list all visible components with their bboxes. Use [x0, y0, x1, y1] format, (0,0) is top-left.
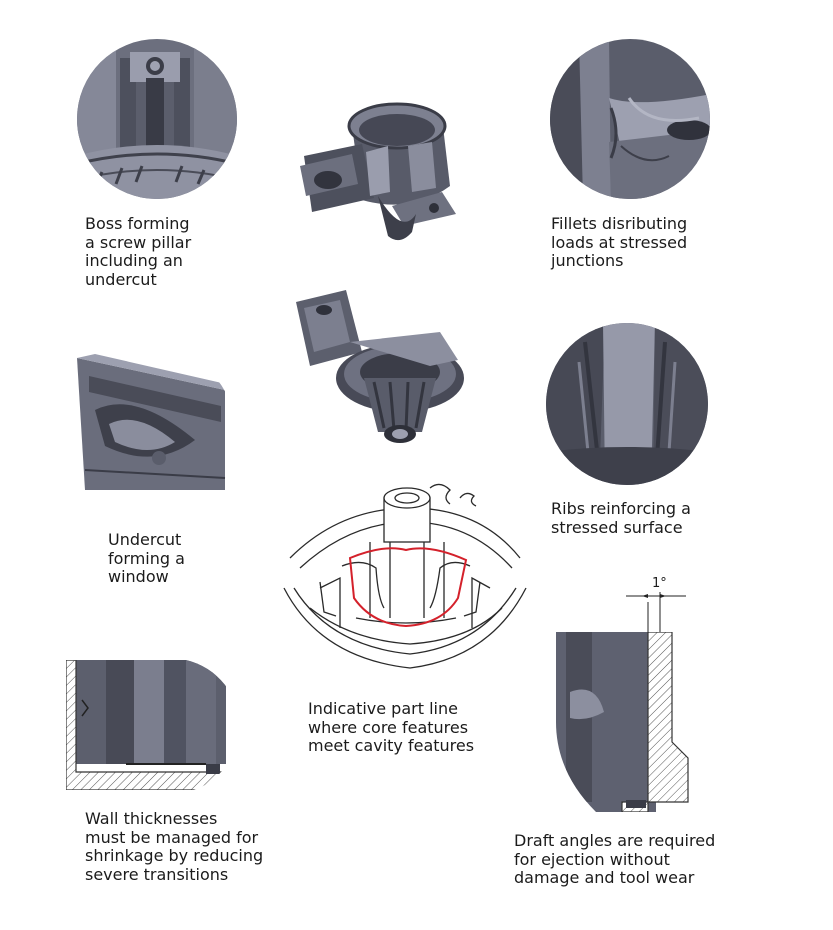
caption-line: Boss forming	[85, 214, 190, 233]
fillets-caption: Fillets disributing loads at stressed ju…	[551, 214, 688, 271]
caption-line: for ejection without	[514, 849, 670, 869]
wall-caption: Wall thicknesses must be managed for shr…	[85, 809, 264, 884]
boss-detail-image	[76, 38, 238, 200]
caption-line: stressed surface	[551, 517, 683, 537]
caption-line: undercut	[85, 269, 157, 289]
partline-caption: Indicative part line where core features…	[308, 699, 475, 756]
caption-line: including an	[85, 251, 183, 270]
caption-line: meet cavity features	[308, 736, 475, 755]
caption-line: window	[108, 567, 169, 586]
undercut-caption: Undercut forming a window	[108, 530, 185, 587]
caption-line: must be managed for	[85, 827, 259, 847]
caption-line: Wall thicknesses	[85, 809, 218, 828]
draft-angle-label: 1°	[652, 576, 667, 591]
caption-line: shrinkage by reducing	[85, 846, 264, 865]
caption-line: Ribs reinforcing a	[551, 499, 691, 518]
caption-line: loads at stressed	[551, 232, 688, 252]
caption-line: Undercut	[108, 530, 182, 549]
caption-line: Draft angles are required	[514, 831, 716, 850]
draft-caption: Draft angles are required for ejection w…	[514, 831, 716, 888]
part-top-view-image	[292, 96, 464, 246]
caption-line: Fillets disributing	[551, 214, 688, 233]
ribs-detail-image	[545, 322, 709, 486]
fillets-detail-image	[549, 38, 711, 200]
part-line-drawing-image	[280, 478, 530, 680]
caption-line: Indicative part line	[308, 699, 458, 718]
draft-angle-image: 1°	[556, 572, 696, 812]
wall-thickness-image	[66, 660, 240, 790]
caption-line: forming a	[108, 548, 185, 568]
boss-caption: Boss forming a screw pillar including an…	[85, 214, 192, 289]
part-bottom-view-image	[290, 282, 465, 452]
caption-line: a screw pillar	[85, 232, 192, 252]
undercut-detail-image	[75, 350, 235, 490]
ribs-caption: Ribs reinforcing a stressed surface	[551, 499, 691, 537]
caption-line: junctions	[551, 251, 624, 270]
caption-line: where core features	[308, 717, 469, 737]
caption-line: severe transitions	[85, 864, 229, 884]
caption-line: damage and tool wear	[514, 868, 695, 887]
